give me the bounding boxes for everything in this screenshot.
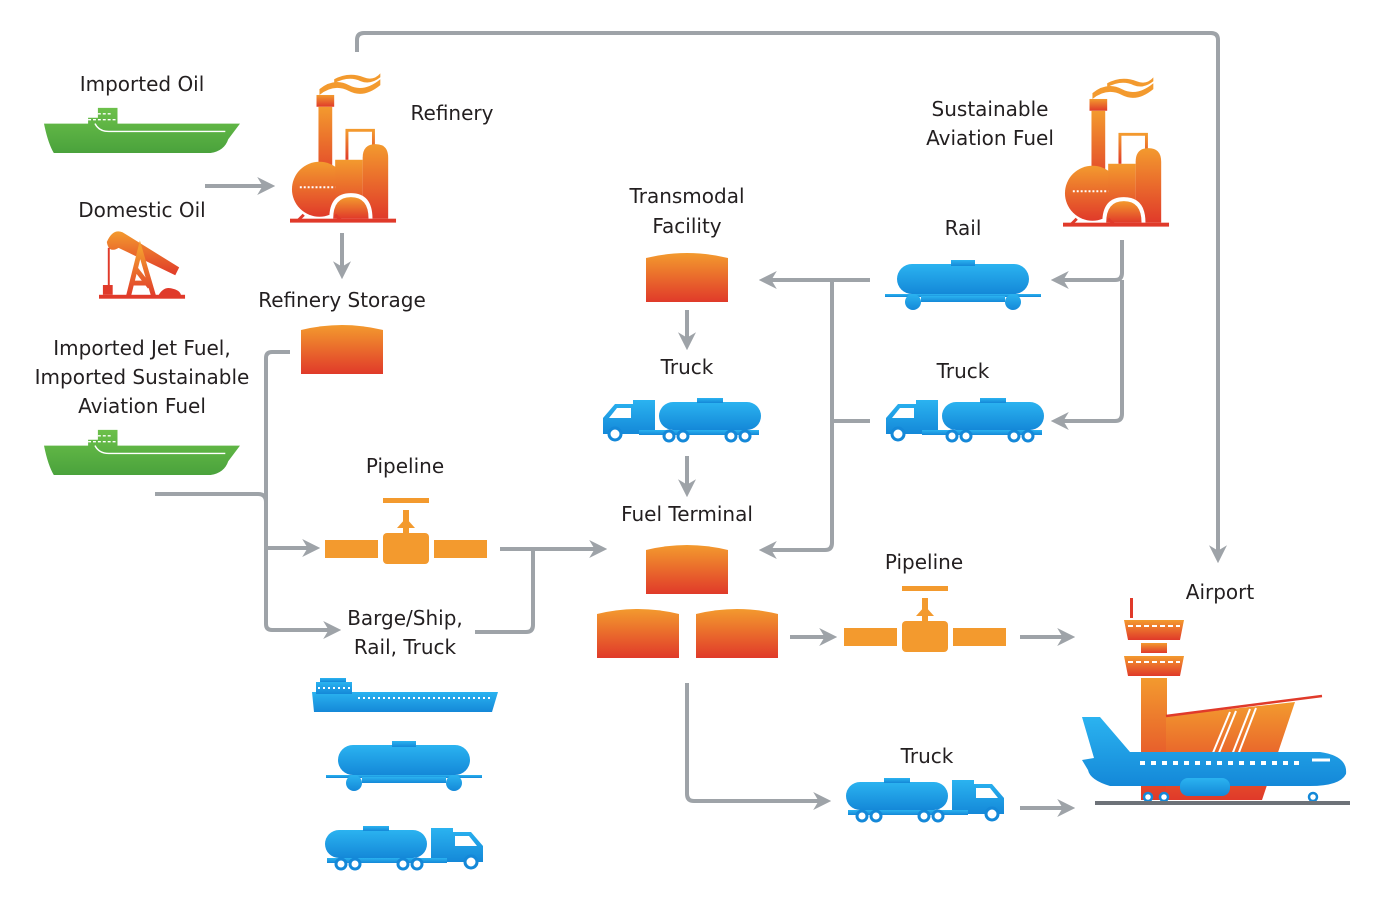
barge-icon xyxy=(312,678,498,712)
label-pipeline-left: Pipeline xyxy=(366,454,444,478)
arrow-storage-to-barge xyxy=(264,350,342,639)
saf-refinery-icon xyxy=(1063,75,1171,229)
label-truck-bottom: Truck xyxy=(900,744,954,768)
label-rail-truck: Rail, Truck xyxy=(354,635,457,659)
label-transmodal: Transmodal xyxy=(628,184,744,208)
label-imported-jet-fuel: Imported Jet Fuel, xyxy=(53,336,230,360)
airport-icon xyxy=(1082,598,1350,805)
label-fuel-terminal: Fuel Terminal xyxy=(621,502,753,526)
label-saf-aviation-fuel: Aviation Fuel xyxy=(926,126,1054,150)
terminal-tank-icon xyxy=(597,609,679,658)
rail-tank-car-icon xyxy=(326,741,482,791)
label-truck-transmodal: Truck xyxy=(660,355,714,379)
line-barge-to-terminal xyxy=(475,549,535,634)
labels: Imported Oil Domestic Oil Refinery Refin… xyxy=(35,72,1255,768)
label-airport: Airport xyxy=(1186,580,1255,604)
label-pipeline-right: Pipeline xyxy=(885,550,963,574)
transmodal-tank-icon xyxy=(646,253,728,302)
arrow-terminal-to-truck xyxy=(685,683,832,810)
arrow-saf-to-rail xyxy=(1050,240,1124,289)
terminal-tank-icon xyxy=(646,545,728,594)
label-refinery-storage: Refinery Storage xyxy=(258,288,426,312)
arrow-to-terminal-right xyxy=(758,280,834,559)
label-barge-ship: Barge/Ship, xyxy=(347,606,463,630)
rail-tank-car-icon xyxy=(885,260,1041,310)
oil-pump-jack-icon xyxy=(99,231,185,298)
tanker-ship-icon xyxy=(44,107,240,153)
tanker-truck-icon xyxy=(325,826,485,871)
pipeline-valve-icon xyxy=(325,498,487,564)
pipeline-valve-icon xyxy=(844,586,1006,652)
refinery-factory-icon xyxy=(290,71,398,225)
label-rail: Rail xyxy=(945,216,982,240)
tanker-truck-icon xyxy=(846,778,1006,823)
label-facility: Facility xyxy=(652,214,721,238)
label-truck-saf: Truck xyxy=(936,359,990,383)
label-imported-oil: Imported Oil xyxy=(80,72,205,96)
label-sustainable: Sustainable xyxy=(932,97,1049,121)
arrow-refinery-to-airport xyxy=(355,31,1227,564)
tanker-ship-icon xyxy=(44,429,240,475)
terminal-tank-icon xyxy=(696,609,778,658)
label-aviation-fuel: Aviation Fuel xyxy=(78,394,206,418)
tanker-truck-icon xyxy=(601,398,761,443)
arrow-saf-to-truck xyxy=(1050,280,1124,430)
label-imported-sustainable: Imported Sustainable xyxy=(35,365,250,389)
label-domestic-oil: Domestic Oil xyxy=(78,198,205,222)
tanker-truck-icon xyxy=(884,398,1044,443)
line-imports xyxy=(155,492,268,503)
flow-arrows xyxy=(155,31,1227,817)
refinery-storage-tank-icon xyxy=(301,325,383,374)
label-refinery: Refinery xyxy=(411,101,494,125)
